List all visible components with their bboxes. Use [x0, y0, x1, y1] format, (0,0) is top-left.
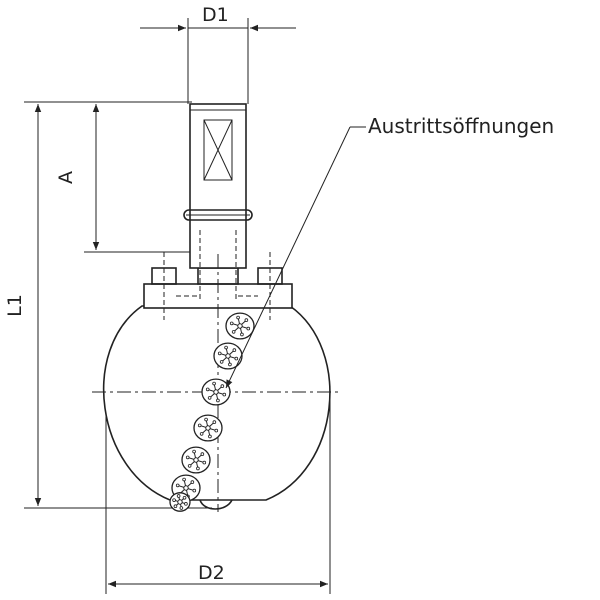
- label-d1: D1: [202, 4, 229, 26]
- shank: [183, 103, 253, 300]
- nozzle-3: [201, 378, 231, 406]
- nozzle-group: [169, 312, 255, 512]
- dimension-d2: [105, 396, 331, 594]
- nozzle-1: [225, 312, 255, 340]
- label-d2: D2: [198, 562, 225, 584]
- callout-leader: [225, 126, 366, 389]
- label-a: A: [55, 171, 77, 184]
- nozzle-5: [181, 446, 211, 474]
- dimension-d1: [140, 18, 296, 104]
- label-austrittsoeffnungen: Austrittsöffnungen: [368, 114, 555, 138]
- nozzle-2: [213, 342, 243, 370]
- nozzle-7: [169, 492, 191, 512]
- ball-body: [102, 305, 331, 510]
- nozzle-4: [193, 414, 223, 442]
- dimension-a: [84, 104, 192, 253]
- label-l1: L1: [3, 294, 26, 317]
